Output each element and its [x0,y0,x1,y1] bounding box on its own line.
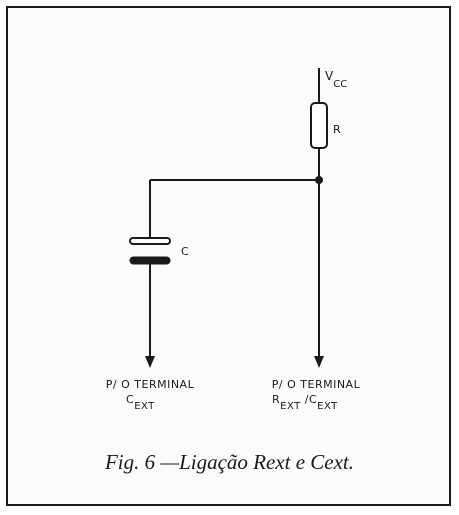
left-terminal-line2: CEXT [126,393,155,412]
right-terminal-line1: P/ O TERMINAL [272,378,361,391]
right-terminal-arrow [314,356,324,368]
left-terminal-line1: P/ O TERMINAL [106,378,195,391]
capacitor-plate-top [129,237,171,245]
right-terminal-line2: REXT /CEXT [272,393,338,412]
vcc-label: VCC [325,69,347,90]
resistor-r [310,102,328,149]
figure-frame [6,6,451,506]
left-terminal-arrow [145,356,155,368]
capacitor-plate-bottom [129,256,171,265]
resistor-label: R [333,123,341,136]
capacitor-label: C [181,245,189,258]
figure-caption: Fig. 6 —Ligação Rext e Cext. [104,450,355,474]
